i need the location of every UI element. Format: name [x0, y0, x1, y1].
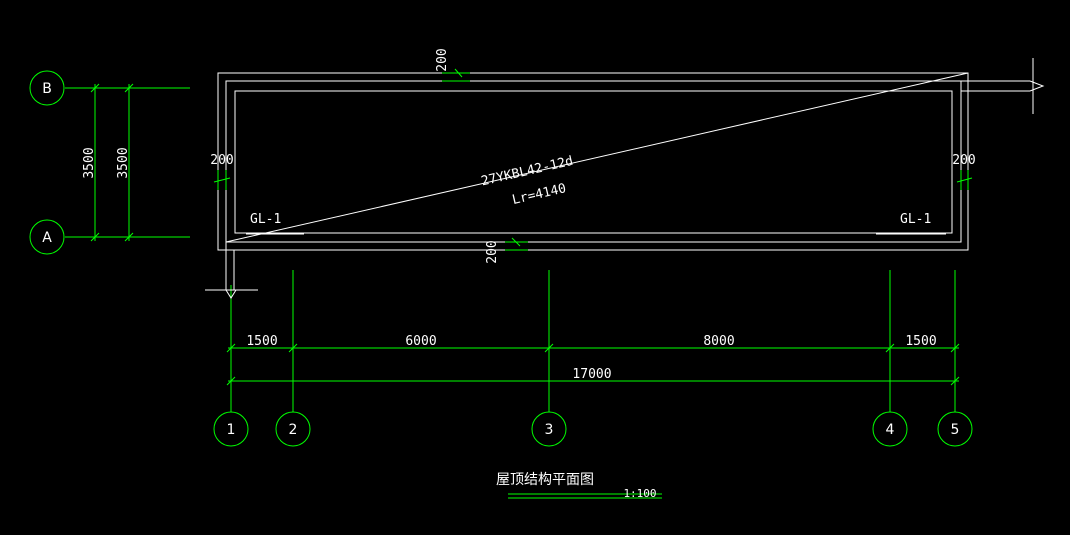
axis-bubble-5	[937, 411, 973, 447]
axis-bubbles	[29, 70, 973, 447]
dim-top-wall: 200	[435, 48, 450, 71]
drawing-title: 屋顶结构平面图	[496, 472, 594, 488]
axis-label-2: 2	[289, 422, 298, 438]
dim-right-wall: 200	[952, 153, 975, 168]
dim-seg-4: 1500	[905, 334, 936, 349]
wall-thickness-markers	[213, 68, 973, 251]
beam-label-right: GL-1	[900, 212, 931, 227]
drawing-scale: 1:100	[623, 487, 656, 500]
beam-label-left: GL-1	[250, 212, 281, 227]
axis-bubble-2	[275, 411, 311, 447]
inner-wall-a	[225, 80, 962, 243]
axis-bubble-4	[872, 411, 908, 447]
axis-lines	[65, 87, 956, 412]
slab-diagonal	[225, 72, 969, 243]
dim-left-3500-b: 3500	[116, 147, 131, 178]
axis-label-4: 4	[886, 422, 895, 438]
outer-wall	[217, 72, 969, 251]
axis-label-1: 1	[227, 422, 236, 438]
dim-left-wall: 200	[210, 153, 233, 168]
axis-bubble-3	[531, 411, 567, 447]
title-underlines	[508, 493, 662, 499]
dim-seg-1: 1500	[246, 334, 277, 349]
dim-seg-2: 6000	[405, 334, 436, 349]
axis-bubble-b	[29, 70, 65, 106]
axis-label-3: 3	[545, 422, 554, 438]
bottom-dimension-lines	[226, 343, 960, 386]
dim-left-3500-a: 3500	[82, 147, 97, 178]
slab-length: Lr=4140	[511, 181, 568, 208]
left-dimension-lines	[90, 83, 134, 242]
axis-bubble-a	[29, 219, 65, 255]
dim-bottom-wall: 200	[485, 240, 500, 263]
axis-label-b: B	[42, 81, 52, 97]
axis-label-5: 5	[951, 422, 960, 438]
axis-label-a: A	[42, 230, 52, 246]
axis-bubble-1	[213, 411, 249, 447]
wall-outlines	[205, 58, 1045, 299]
dim-total: 17000	[572, 367, 611, 382]
inner-wall-b	[234, 90, 953, 234]
dim-seg-3: 8000	[703, 334, 734, 349]
